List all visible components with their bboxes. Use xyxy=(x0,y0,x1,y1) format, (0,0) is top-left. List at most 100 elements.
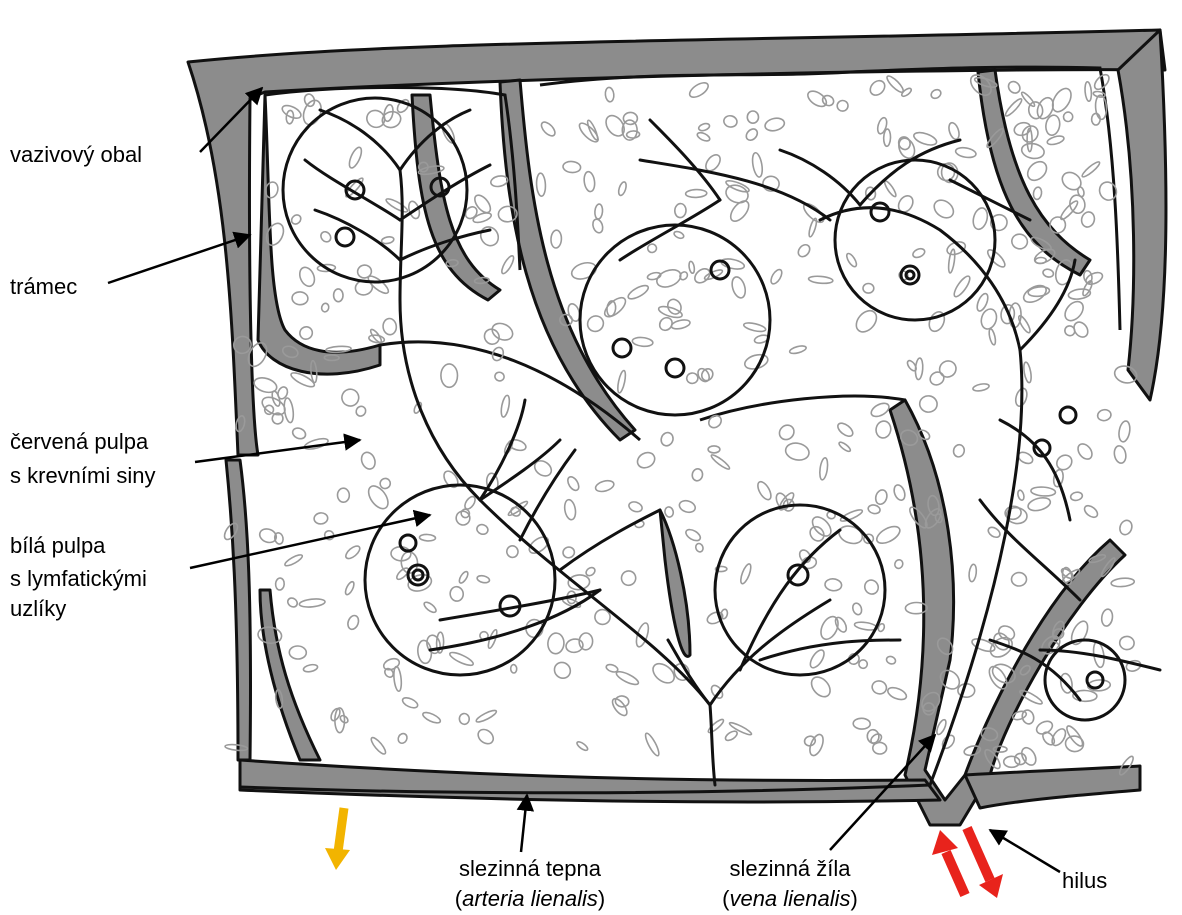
sinus-mark xyxy=(1024,158,1050,184)
label-capsule: vazivový obal xyxy=(10,141,142,169)
sinus-mark xyxy=(1111,577,1135,587)
sinus-mark xyxy=(664,506,674,518)
sinus-mark xyxy=(615,669,640,687)
sinus-mark xyxy=(297,265,317,289)
sinus-mark xyxy=(685,189,706,198)
sinus-mark xyxy=(359,450,377,471)
sinus-mark xyxy=(290,213,303,226)
sinus-mark xyxy=(628,500,644,513)
sinus-mark xyxy=(819,457,829,480)
sinus-mark xyxy=(1015,753,1026,764)
sinus-mark xyxy=(303,663,318,672)
sinus-mark xyxy=(1004,97,1024,118)
sinus-mark xyxy=(708,446,720,453)
sinus-mark xyxy=(955,146,977,159)
sinus-mark xyxy=(988,328,997,345)
sinus-mark xyxy=(1097,409,1112,422)
sinus-mark xyxy=(382,318,397,335)
sinus-mark xyxy=(853,718,870,729)
sinus-mark xyxy=(688,261,695,274)
capsule-bottom xyxy=(240,760,940,802)
sinus-mark xyxy=(1065,735,1085,753)
sinus-mark xyxy=(344,544,362,561)
sinus-mark xyxy=(1042,268,1054,278)
sinus-mark xyxy=(369,736,387,756)
label-artery-latin-line: (arteria lienalis) xyxy=(395,885,665,913)
sinus-mark xyxy=(930,88,943,100)
label-trabecula: trámec xyxy=(10,273,77,301)
label-vein-latin-line: (vena lienalis) xyxy=(665,885,915,913)
label-vein: slezinná žíla xyxy=(665,855,915,883)
sinus-mark xyxy=(289,646,306,660)
sinus-mark xyxy=(286,596,299,608)
sinus-mark xyxy=(585,313,607,334)
sinus-mark xyxy=(1054,452,1075,473)
sinus-mark xyxy=(643,732,661,757)
sinus-mark xyxy=(727,198,752,225)
label-white-pulp-2: s lymfatickými xyxy=(10,565,147,593)
sinus-mark xyxy=(566,475,581,492)
sinus-mark xyxy=(476,523,490,536)
sinus-mark xyxy=(720,257,745,271)
sinus-mark xyxy=(876,117,888,135)
sinus-mark xyxy=(1091,113,1100,125)
sinus-mark xyxy=(867,504,881,515)
trabecula-6 xyxy=(260,590,320,760)
sinus-mark xyxy=(808,648,827,670)
sinus-mark xyxy=(605,663,618,673)
sinus-mark xyxy=(1006,79,1022,95)
sinus-mark xyxy=(1027,496,1052,513)
sinus-mark xyxy=(583,171,596,192)
sinus-mark xyxy=(912,247,927,259)
sinus-mark xyxy=(928,370,946,388)
sinus-mark xyxy=(591,218,604,234)
sinus-mark xyxy=(659,431,675,448)
sinus-mark xyxy=(346,614,360,631)
sinus-mark xyxy=(475,727,496,747)
sinus-mark xyxy=(616,370,627,394)
sinus-mark xyxy=(252,375,278,395)
sinus-mark xyxy=(824,578,842,591)
sinus-mark xyxy=(871,679,889,695)
sinus-mark xyxy=(724,729,739,742)
sinus-mark xyxy=(458,570,470,584)
sinus-mark xyxy=(723,115,738,129)
sinus-mark xyxy=(952,444,965,458)
sinus-mark xyxy=(547,633,564,655)
sinus-mark xyxy=(551,659,573,681)
sinus-mark xyxy=(605,87,615,102)
sinus-mark xyxy=(1019,123,1041,145)
sinus-mark xyxy=(1046,134,1065,146)
label-hilus: hilus xyxy=(1062,867,1107,895)
sinus-mark xyxy=(892,484,907,502)
sinus-mark xyxy=(1011,233,1029,250)
sinus-mark xyxy=(635,450,658,471)
sinus-mark xyxy=(354,404,367,417)
sinus-mark xyxy=(657,315,675,333)
sinus-mark xyxy=(339,387,361,409)
sinus-mark xyxy=(510,664,516,673)
sinus-mark xyxy=(626,283,650,301)
sinus-mark xyxy=(796,243,812,259)
sinus-mark xyxy=(947,121,961,140)
sinus-mark xyxy=(314,512,329,524)
sinus-mark xyxy=(393,666,403,691)
sinus-mark xyxy=(674,203,686,218)
sinus-mark xyxy=(481,326,502,347)
sinus-mark xyxy=(1075,441,1095,462)
sinus-mark xyxy=(617,181,627,196)
label-white-pulp-3: uzlíky xyxy=(10,595,66,623)
sinus-mark xyxy=(1059,169,1084,193)
sinus-mark xyxy=(687,80,710,100)
sinus-mark xyxy=(867,78,887,98)
sinus-mark xyxy=(401,696,419,710)
sinus-mark xyxy=(620,569,638,587)
sinus-mark xyxy=(886,685,908,702)
sinus-mark xyxy=(691,468,703,482)
sinus-mark xyxy=(632,337,653,348)
sinus-mark xyxy=(333,289,343,302)
sinus-mark xyxy=(968,564,977,582)
sinus-mark xyxy=(686,373,698,384)
sinus-mark xyxy=(337,488,349,502)
sinus-mark xyxy=(874,523,902,547)
